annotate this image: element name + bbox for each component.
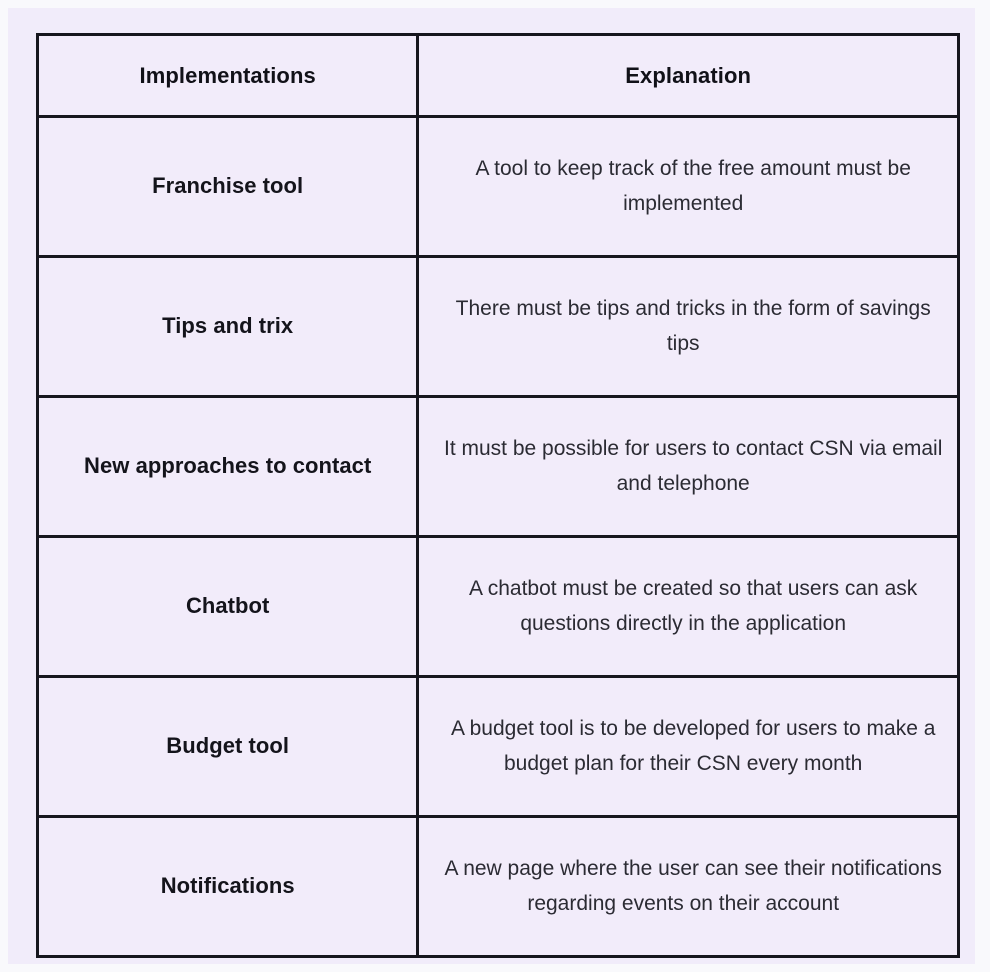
implementation-cell: Tips and trix xyxy=(35,255,420,398)
implementation-cell: Notifications xyxy=(35,815,420,958)
table-body: Franchise tool A tool to keep track of t… xyxy=(35,115,960,958)
implementation-label: Tips and trix xyxy=(162,313,294,339)
table-header: Implementations Explanation xyxy=(35,33,960,118)
explanation-text: A budget tool is to be developed for use… xyxy=(450,717,936,775)
implementations-table-container: Implementations Explanation Franchise to… xyxy=(35,33,960,958)
table-row: Chatbot A chatbot must be created so tha… xyxy=(35,535,960,678)
implementation-label: Chatbot xyxy=(185,593,270,619)
explanation-text: A tool to keep track of the free amount … xyxy=(475,157,911,215)
implementation-label: Notifications xyxy=(160,873,295,899)
table-row: Tips and trix There must be tips and tri… xyxy=(35,255,960,398)
explanation-cell: There must be tips and tricks in the for… xyxy=(416,255,960,398)
table-row: New approaches to contact It must be pos… xyxy=(35,395,960,538)
table-row: Notifications A new page where the user … xyxy=(35,815,960,958)
column-header-implementations: Implementations xyxy=(35,33,420,118)
implementation-label: Franchise tool xyxy=(152,173,304,199)
table-row: Franchise tool A tool to keep track of t… xyxy=(35,115,960,258)
explanation-cell: A chatbot must be created so that users … xyxy=(416,535,960,678)
implementation-cell: Chatbot xyxy=(35,535,420,678)
explanation-cell: A budget tool is to be developed for use… xyxy=(416,675,960,818)
column-header-implementations-label: Implementations xyxy=(139,62,316,88)
column-header-explanation: Explanation xyxy=(416,33,960,118)
table-header-row: Implementations Explanation xyxy=(35,33,960,118)
explanation-text: A new page where the user can see their … xyxy=(444,857,942,915)
implementation-label: New approaches to contact xyxy=(84,453,372,479)
implementation-cell: Franchise tool xyxy=(35,115,420,258)
page-background: Implementations Explanation Franchise to… xyxy=(8,8,975,964)
explanation-text: There must be tips and tricks in the for… xyxy=(455,297,931,355)
table-row: Budget tool A budget tool is to be devel… xyxy=(35,675,960,818)
explanation-cell: It must be possible for users to contact… xyxy=(416,395,960,538)
explanation-text: A chatbot must be created so that users … xyxy=(469,577,918,635)
implementation-label: Budget tool xyxy=(166,733,290,759)
implementations-table: Implementations Explanation Franchise to… xyxy=(35,33,960,958)
explanation-cell: A tool to keep track of the free amount … xyxy=(416,115,960,258)
explanation-cell: A new page where the user can see their … xyxy=(416,815,960,958)
implementation-cell: Budget tool xyxy=(35,675,420,818)
explanation-text: It must be possible for users to contact… xyxy=(443,437,943,495)
implementation-cell: New approaches to contact xyxy=(35,395,420,538)
column-header-explanation-label: Explanation xyxy=(625,62,752,88)
